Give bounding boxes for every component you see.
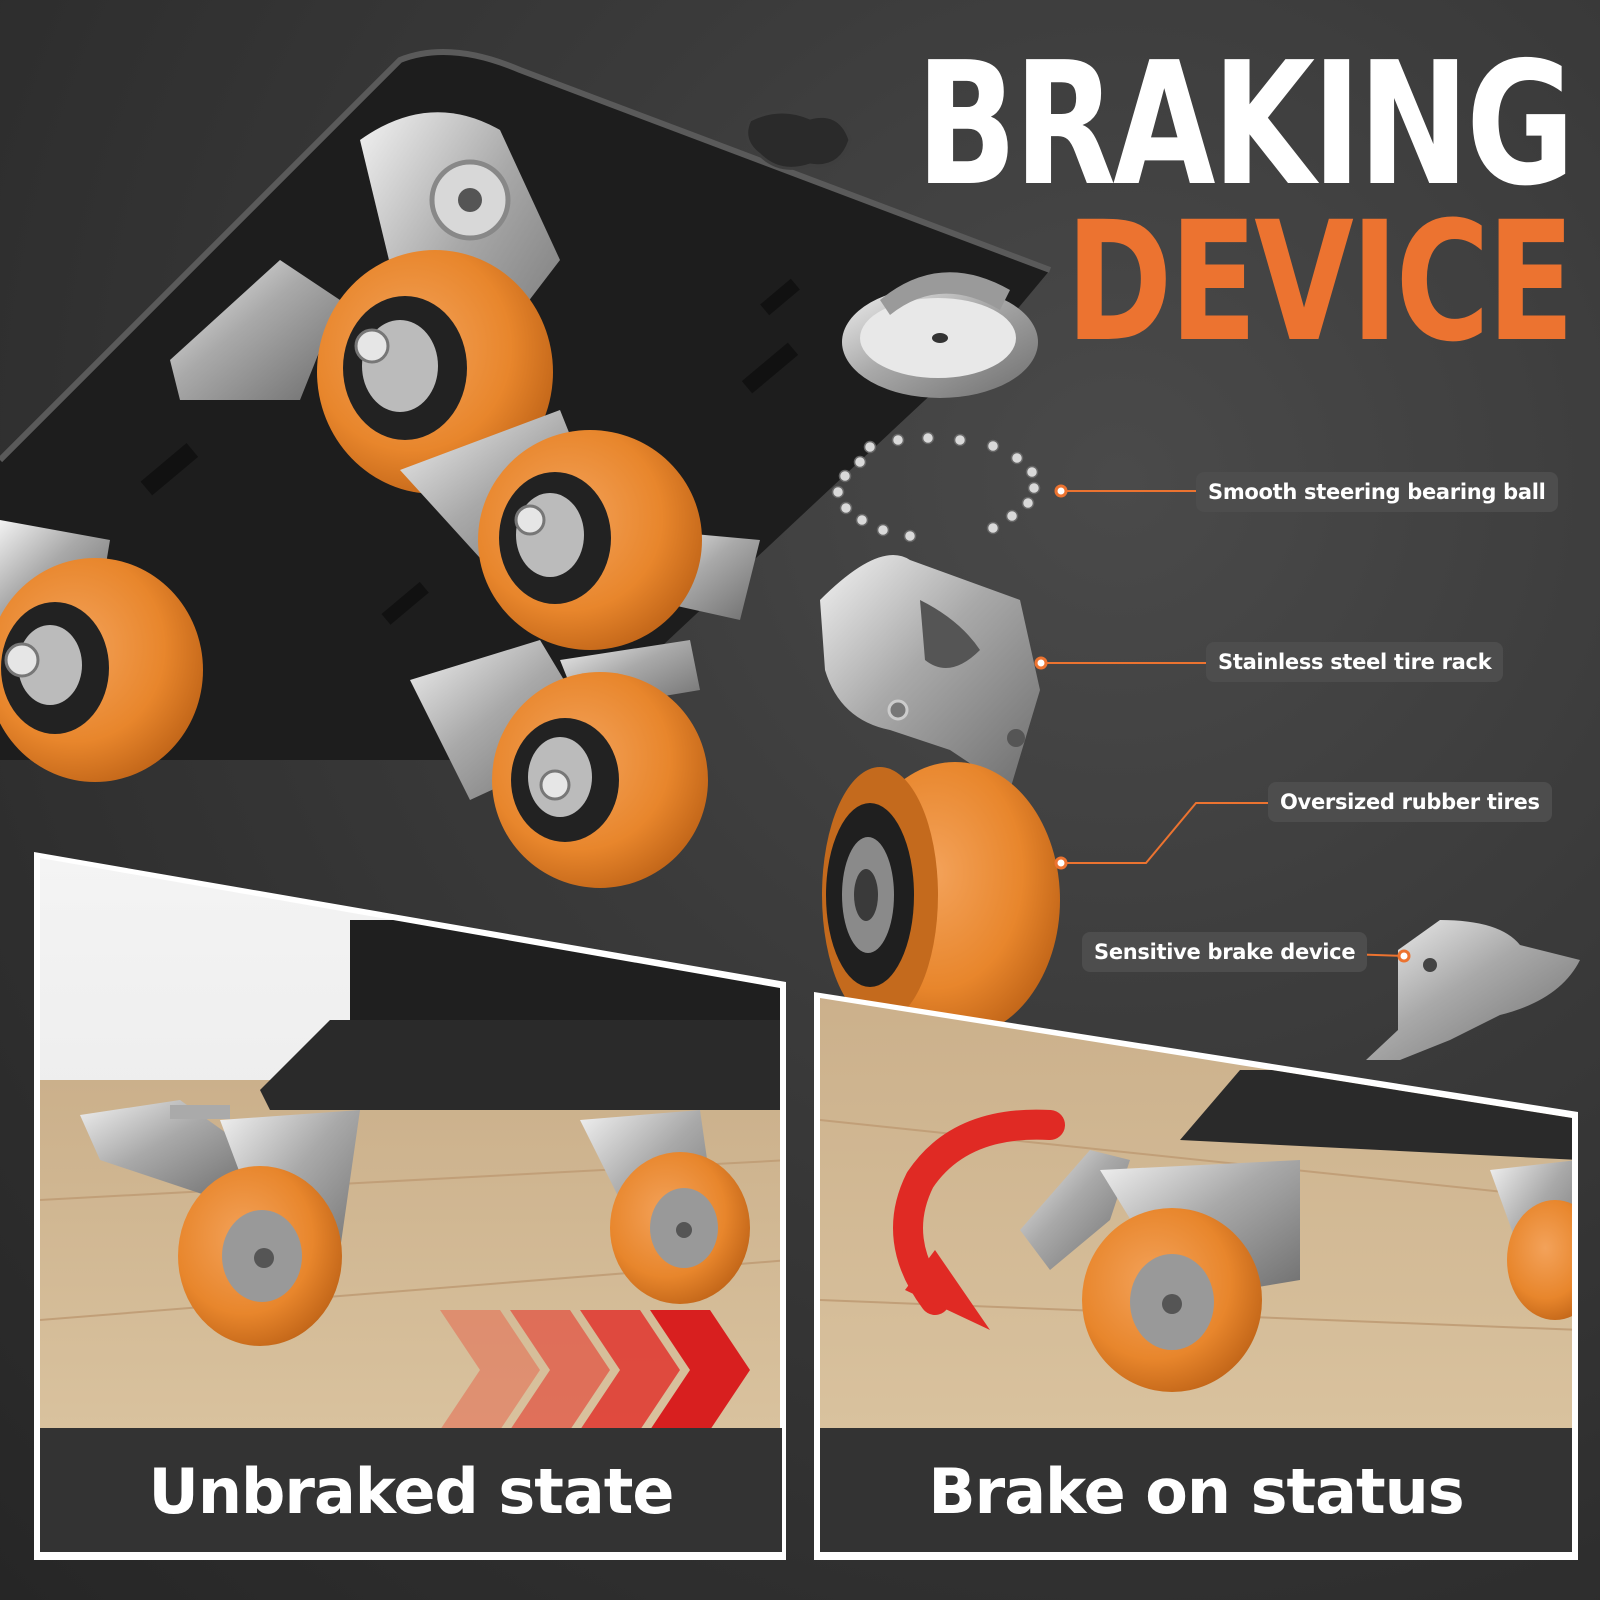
wheel-icon [610, 1152, 750, 1304]
brake-on-caption: Brake on status [928, 1455, 1464, 1528]
wheel-icon [492, 672, 708, 888]
caster-wheel [400, 410, 760, 650]
panel-brake-on [814, 992, 1578, 1560]
callout-rack-label: Stainless steel tire rack [1206, 642, 1504, 682]
callout-bearing-label: Smooth steering bearing ball [1196, 472, 1558, 512]
bearing-dome [842, 272, 1038, 398]
callout-brake-label: Sensitive brake device [1082, 932, 1368, 972]
caster-wheel [170, 112, 560, 494]
wheel-icon [317, 250, 553, 494]
headline-line2: DEVICE [1066, 186, 1575, 378]
wheel-icon [822, 762, 1060, 1038]
caster-wheel [0, 520, 203, 782]
chevron-arrow-icon [440, 1310, 750, 1428]
curved-arrow-icon [893, 1109, 1065, 1330]
bearing-ball-icon [831, 431, 1041, 543]
callout-tires-label: Oversized rubber tires [1268, 782, 1552, 822]
wheel-icon [1082, 1208, 1262, 1392]
callout-dots [1034, 484, 1411, 963]
panel-unbraked [34, 852, 786, 1560]
brake-pedal-icon [1366, 920, 1580, 1060]
wheel-icon [0, 558, 203, 782]
unbraked-caption: Unbraked state [148, 1455, 675, 1528]
wheel-icon [178, 1166, 342, 1346]
wheel-icon [478, 430, 702, 650]
headline-line1: BRAKING [916, 26, 1575, 224]
caster-wheel [410, 640, 708, 888]
callout-lines [1043, 490, 1405, 957]
tire-rack-icon [820, 555, 1040, 790]
